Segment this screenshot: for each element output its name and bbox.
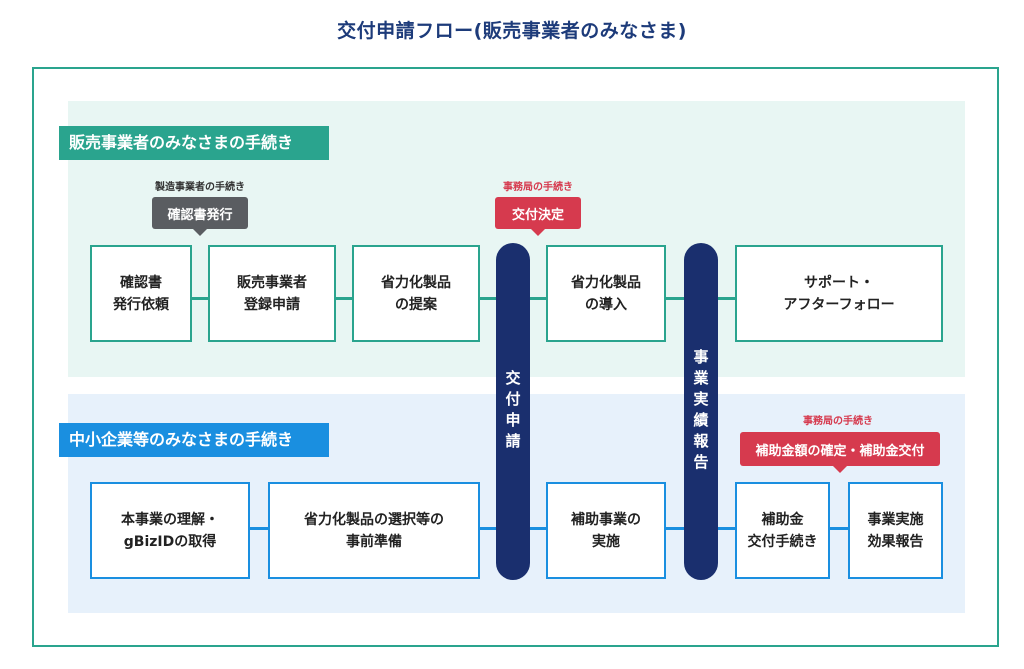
office-note-2: 事務局の手続き: [803, 416, 873, 427]
sme-step-4-line1: 補助金: [761, 511, 804, 528]
sme-step-3-line2: 実施: [592, 533, 620, 550]
sme-step-3-line1: 補助事業の: [571, 511, 641, 528]
sme-step-5: 事業実施効果報告: [848, 482, 943, 579]
certificate-issue-callout: 確認書発行: [152, 197, 248, 236]
sme-step-1-line1: 本事業の理解・: [121, 511, 219, 528]
vendor-step-3: 省力化製品の提案: [352, 245, 480, 342]
vendor-section-label: 販売事業者のみなさまの手続き: [59, 126, 329, 160]
vendor-step-2-line1: 販売事業者: [237, 274, 307, 291]
office-note-1: 事務局の手続き: [503, 182, 573, 193]
vendor-step-1-line2: 発行依頼: [113, 296, 169, 313]
vendor-step-5-line1: サポート・: [803, 274, 874, 291]
vendor-step-3-line2: の提案: [395, 296, 437, 313]
sme-step-2: 省力化製品の選択等の事前準備: [268, 482, 480, 579]
vendor-step-1: 確認書発行依頼: [90, 245, 192, 342]
grant-decision-callout: 交付決定: [495, 197, 581, 236]
vendor-step-4: 省力化製品の導入: [546, 245, 666, 342]
flow-frame: [32, 67, 999, 647]
grant-application-label: 交付申請: [503, 369, 522, 454]
page-title: 交付申請フロー(販売事業者のみなさま): [337, 20, 687, 42]
sme-step-5-line2: 効果報告: [867, 533, 924, 550]
manufacturer-note: 製造事業者の手続き: [155, 182, 245, 193]
sme-section-label: 中小企業等のみなさまの手続き: [59, 423, 329, 457]
grant-payment-callout: 補助金額の確定・補助金交付: [740, 432, 940, 473]
sme-step-2-line1: 省力化製品の選択等の: [304, 511, 444, 528]
performance-report-label: 事業実績報告: [691, 348, 710, 475]
vendor-step-2-line2: 登録申請: [244, 296, 300, 313]
vendor-step-5-line2: アフターフォロー: [783, 296, 895, 313]
sme-step-1: 本事業の理解・ gBizIDの取得: [90, 482, 250, 579]
grant-application-pillar: 交付申請: [496, 243, 530, 580]
vendor-step-1-line1: 確認書: [120, 274, 162, 291]
sme-step-4-line2: 交付手続き: [747, 533, 818, 550]
sme-step-4: 補助金交付手続き: [735, 482, 830, 579]
vendor-step-4-line2: の導入: [585, 296, 627, 313]
vendor-step-5: サポート・アフターフォロー: [735, 245, 943, 342]
vendor-step-4-line1: 省力化製品: [571, 274, 641, 291]
sme-step-5-line1: 事業実施: [867, 511, 924, 528]
sme-step-3: 補助事業の実施: [546, 482, 666, 579]
sme-step-2-line2: 事前準備: [346, 533, 402, 550]
sme-step-1-line2: gBizIDの取得: [123, 533, 217, 550]
sme-flow-line: [240, 527, 850, 530]
performance-report-pillar: 事業実績報告: [684, 243, 718, 580]
vendor-step-3-line1: 省力化製品: [381, 274, 451, 291]
vendor-step-2: 販売事業者登録申請: [208, 245, 336, 342]
